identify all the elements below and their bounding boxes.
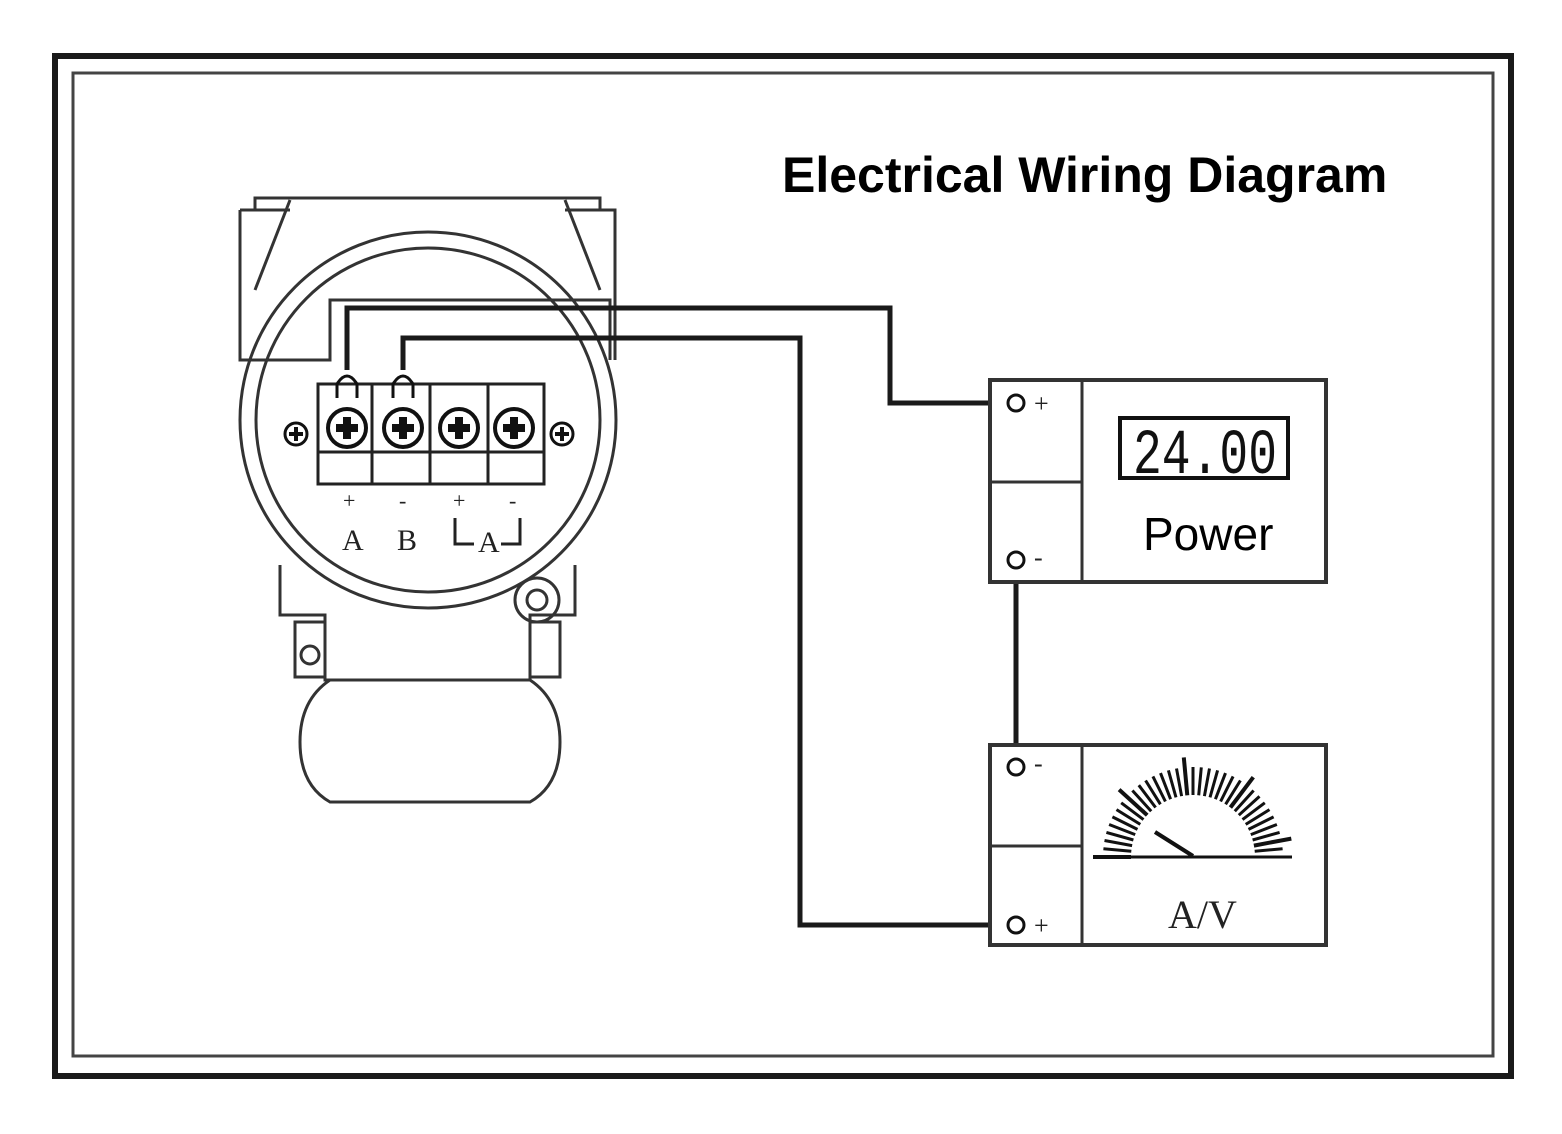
meter-scale-tick <box>1144 779 1162 806</box>
wire-b-to-meter-plus <box>400 335 1008 928</box>
power-plus-terminal <box>1006 393 1026 413</box>
meter-scale-tick <box>1108 823 1136 836</box>
meter-scale-tick <box>1202 768 1211 797</box>
meter-scale-tick <box>1233 789 1255 813</box>
meter-scale-icon <box>1093 757 1292 859</box>
meter-minus-terminal <box>1006 757 1026 777</box>
terminal-polarity-4: - <box>509 488 516 513</box>
power-minus-terminal <box>1006 550 1026 570</box>
meter-scale-tick <box>1228 775 1255 809</box>
meter-scale-tick <box>1197 767 1203 796</box>
meter-scale-tick <box>1253 836 1292 848</box>
terminal-polarity-1: + <box>343 488 355 513</box>
power-supply: 24.00 Power + - <box>988 378 1328 584</box>
meter-scale-tick <box>1159 772 1172 800</box>
power-plus-symbol: + <box>1034 389 1049 418</box>
meter-label: A/V <box>1168 892 1237 937</box>
transmitter-housing <box>238 196 618 804</box>
meter-scale-tick <box>1175 768 1184 797</box>
meter-scale-tick <box>1117 788 1149 817</box>
meter-scale-tick <box>1115 808 1142 826</box>
meter-minus-symbol: - <box>1034 749 1043 778</box>
meter-scale-tick <box>1151 775 1167 803</box>
meter-scale-tick <box>1241 801 1266 821</box>
terminal-screw-b-minus <box>382 407 424 449</box>
wire-lug-a <box>335 374 359 398</box>
inner-frame <box>71 71 1495 1058</box>
wire-lug-b <box>391 374 415 398</box>
diagram-title: Electrical Wiring Diagram <box>782 147 1387 203</box>
meter-scale-tick <box>1208 769 1220 798</box>
meter-needle <box>1153 830 1195 858</box>
power-minus-symbol: - <box>1034 543 1043 572</box>
mounting-screw-left <box>283 421 309 447</box>
meter-scale-tick <box>1181 757 1190 796</box>
meter-scale-tick <box>1104 839 1133 848</box>
meter: A/V - + <box>988 743 1328 947</box>
meter-scale-tick <box>1137 784 1157 809</box>
terminal-group-bracket <box>453 518 522 546</box>
wire-a-to-power-plus <box>344 305 1008 406</box>
meter-plus-terminal <box>1006 915 1026 935</box>
terminal-label-b: B <box>397 524 417 557</box>
meter-plus-symbol: + <box>1034 911 1049 940</box>
wiring <box>344 305 1019 928</box>
power-label: Power <box>1143 508 1273 560</box>
meter-scale-tick <box>1252 830 1281 842</box>
terminal-polarity-2: - <box>399 488 406 513</box>
meter-scale-tick <box>1166 769 1178 798</box>
power-display <box>1118 416 1290 480</box>
terminal-polarity-3: + <box>453 488 465 513</box>
meter-scale-tick <box>1214 772 1227 800</box>
meter-scale-tick <box>1247 815 1275 831</box>
outer-frame <box>52 53 1514 1079</box>
meter-scale-tick <box>1219 775 1235 803</box>
meter-scale-tick <box>1224 779 1242 806</box>
terminal-screw-d-minus <box>493 407 535 449</box>
meter-scale-tick <box>1111 815 1139 831</box>
terminal-label-a: A <box>342 524 364 557</box>
terminal-screw-c-plus <box>438 407 480 449</box>
power-display-value: 24.00 <box>1133 421 1277 493</box>
meter-scale-tick <box>1250 823 1278 836</box>
terminal-screw-a-plus <box>326 407 368 449</box>
meter-scale-tick <box>1105 830 1134 842</box>
meter-scale-tick <box>1103 847 1132 853</box>
terminal-group-label: A <box>478 526 500 559</box>
meter-scale-tick <box>1120 801 1145 821</box>
meter-scale-tick <box>1131 789 1153 813</box>
mounting-screw-right <box>549 421 575 447</box>
meter-scale-tick <box>1237 795 1261 817</box>
meter-scale-tick <box>1244 808 1271 826</box>
meter-scale-tick <box>1254 847 1283 853</box>
